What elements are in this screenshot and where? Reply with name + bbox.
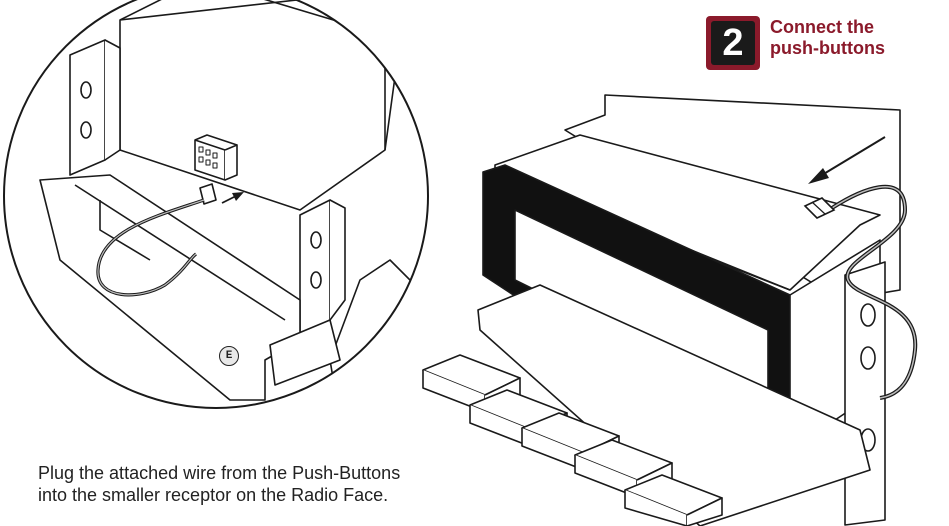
housing-top (119, 0, 401, 151)
callout-label: E (219, 346, 239, 366)
push-button-wire (803, 184, 918, 400)
radio-unit (422, 94, 901, 526)
step-title: Connect the push-buttons (770, 17, 940, 59)
right-bracket (299, 199, 331, 336)
step-number: 2 (711, 21, 755, 65)
step-badge: 2 (706, 16, 760, 70)
step-title-line1: Connect the (770, 17, 875, 37)
detail-circle-outline (3, 0, 429, 409)
insert-arrow (808, 136, 886, 184)
push-buttons (422, 354, 723, 526)
lower-trim (39, 174, 301, 401)
step-title-line2: push-buttons (770, 38, 885, 58)
detail-circle (3, 0, 429, 409)
housing-back-wall (119, 0, 386, 211)
small-plug (199, 183, 217, 205)
caption-line1: Plug the attached wire from the Push-But… (38, 463, 401, 483)
left-bracket (69, 39, 106, 176)
instruction-caption: Plug the attached wire from the Push-But… (38, 462, 558, 506)
caption-line2: into the smaller receptor on the Radio F… (38, 485, 389, 505)
detail-arrow (221, 192, 244, 204)
base-plate (477, 284, 871, 526)
